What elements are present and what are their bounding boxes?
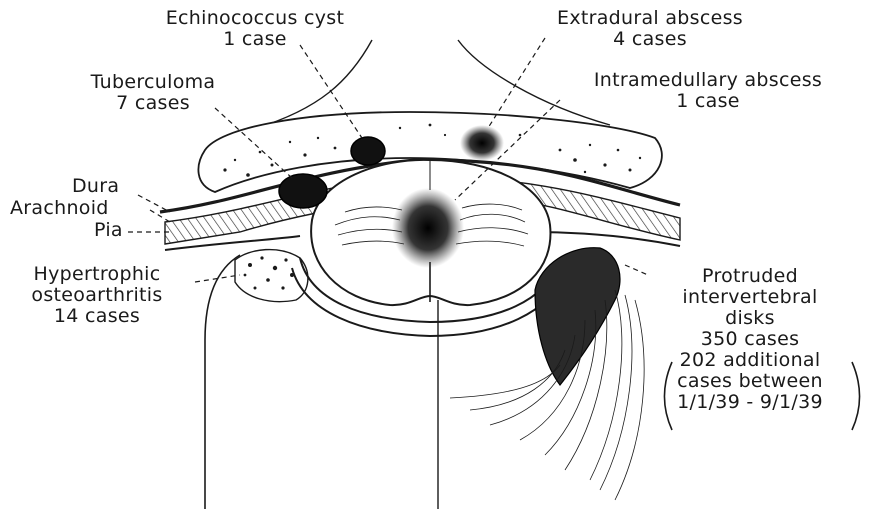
leader-extradural: [488, 38, 545, 128]
hypertrophic-count: 14 cases: [2, 306, 192, 327]
hypertrophic-subtitle: osteoarthritis: [2, 285, 192, 306]
intramedullary-abscess-mark: [392, 188, 464, 268]
echinococcus-title: Echinococcus cyst: [140, 8, 370, 29]
protruded-count: 350 cases: [640, 329, 860, 350]
protruded-label: Protruded intervertebral disks 350 cases…: [640, 266, 860, 413]
extradural-label: Extradural abscess 4 cases: [520, 8, 780, 50]
extradural-title: Extradural abscess: [520, 8, 780, 29]
dura-label: Dura: [72, 176, 119, 197]
intramedullary-count: 1 case: [550, 91, 866, 112]
protruded-subtitle-2: disks: [640, 308, 860, 329]
protruded-note-1: 202 additional: [640, 350, 860, 371]
pia-label: Pia: [94, 220, 123, 241]
hypertrophic-title: Hypertrophic: [2, 264, 192, 285]
tuberculoma-label: Tuberculoma 7 cases: [78, 72, 228, 114]
extradural-abscess-mark: [460, 125, 504, 161]
echinococcus-label: Echinococcus cyst 1 case: [140, 8, 370, 50]
tuberculoma-count: 7 cases: [78, 93, 228, 114]
intramedullary-title: Intramedullary abscess: [550, 70, 866, 91]
tuberculoma-mass: [279, 174, 327, 208]
protruded-subtitle: intervertebral: [640, 287, 860, 308]
hypertrophic-label: Hypertrophic osteoarthritis 14 cases: [2, 264, 192, 327]
leader-dura: [138, 195, 170, 212]
protruded-title: Protruded: [640, 266, 860, 287]
vertebral-body-outline: [205, 255, 240, 509]
protruded-note-3: 1/1/39 - 9/1/39: [640, 392, 860, 413]
protruded-disk-mass: [535, 248, 620, 385]
extradural-count: 4 cases: [520, 29, 780, 50]
intramedullary-label: Intramedullary abscess 1 case: [550, 70, 866, 112]
protruded-note-2: cases between: [640, 371, 860, 392]
arachnoid-label: Arachnoid: [10, 198, 109, 219]
tuberculoma-title: Tuberculoma: [78, 72, 228, 93]
echinococcus-cyst-mass: [351, 137, 385, 165]
echinococcus-count: 1 case: [140, 29, 370, 50]
leader-hypertrophic: [195, 275, 240, 282]
